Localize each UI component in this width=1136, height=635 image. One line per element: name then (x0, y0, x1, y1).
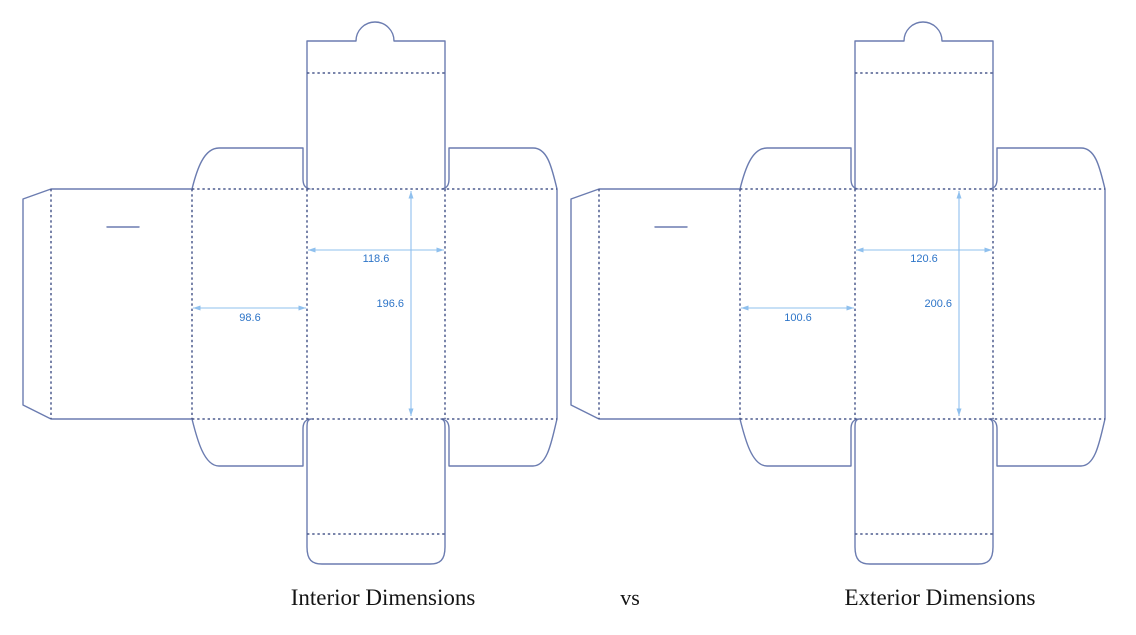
interior-caption: Interior Dimensions (290, 585, 476, 610)
exterior-dieline-drawing (571, 22, 1105, 564)
dieline-canvas: 118.6 98.6 196.6 120.6 100.6 200.6 (0, 0, 1136, 575)
interior-dieline-drawing (23, 22, 557, 564)
interior-depth-label: 98.6 (239, 312, 260, 324)
exterior-width-label: 120.6 (910, 253, 938, 265)
exterior-caption: Exterior Dimensions (844, 585, 1036, 610)
interior-width-label: 118.6 (363, 253, 390, 265)
exterior-height-label: 200.6 (924, 298, 952, 310)
interior-height-label: 196.6 (376, 298, 404, 310)
exterior-depth-label: 100.6 (784, 312, 812, 324)
vs-label: vs (620, 585, 640, 610)
